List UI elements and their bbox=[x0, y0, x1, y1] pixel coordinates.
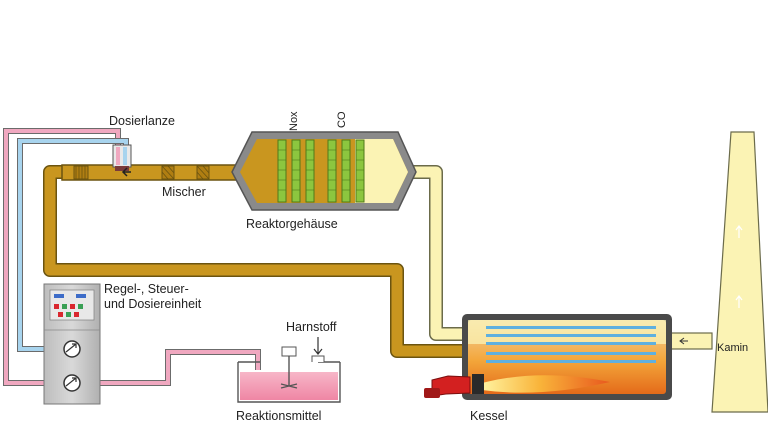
reactor-housing bbox=[231, 131, 417, 211]
exhaust-duct-clean bbox=[410, 165, 713, 350]
label-urea: Harnstoff bbox=[286, 320, 337, 334]
pump-return bbox=[63, 374, 81, 392]
catalyst-co bbox=[327, 139, 365, 203]
pump-supply bbox=[63, 340, 81, 358]
label-nox: Nox bbox=[288, 111, 300, 131]
stirrer bbox=[280, 346, 298, 389]
label-control-unit-line2: und Dosiereinheit bbox=[104, 297, 202, 311]
catalyst-hatching bbox=[278, 149, 364, 191]
flame bbox=[472, 374, 610, 394]
dosing-lance bbox=[112, 144, 132, 177]
chimney bbox=[711, 131, 768, 413]
label-boiler: Kessel bbox=[470, 409, 508, 423]
reagent-return-line bbox=[3, 128, 261, 386]
reagent-supply-line bbox=[17, 138, 129, 352]
catalyst-nox bbox=[277, 139, 315, 203]
boiler-tubes bbox=[486, 326, 656, 363]
label-reactor-housing: Reaktorgehäuse bbox=[246, 217, 338, 231]
urea-inlet bbox=[311, 337, 325, 362]
label-control-unit-line1: Regel-, Steuer- bbox=[104, 282, 189, 296]
label-dosing-lance: Dosierlanze bbox=[109, 114, 175, 128]
burner bbox=[424, 375, 471, 398]
label-co: CO bbox=[336, 111, 348, 128]
mixer bbox=[73, 165, 210, 180]
label-chimney: Kamin bbox=[717, 342, 748, 354]
label-reagent: Reaktionsmittel bbox=[236, 409, 321, 423]
label-mixer: Mischer bbox=[162, 185, 206, 199]
